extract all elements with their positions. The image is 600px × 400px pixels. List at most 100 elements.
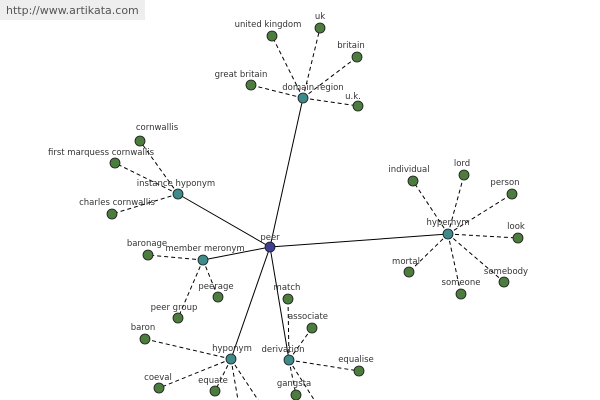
leaf-label-baron: baron — [131, 323, 156, 333]
edge-peer-instance-hyponym — [177, 193, 271, 248]
relation-node-derivation[interactable] — [283, 354, 295, 366]
graph-edges — [111, 27, 519, 400]
leaf-label-baronage: baronage — [127, 239, 167, 249]
relation-node-domain-region[interactable] — [297, 92, 309, 104]
edge-member-meronym-peer-group — [177, 259, 204, 319]
edge-derivation-derivation-offscreen-1 — [288, 359, 315, 400]
edge-derivation-equalise — [288, 359, 360, 372]
leaf-node-baronage[interactable] — [142, 249, 154, 261]
edge-instance-hyponym-first-marquess-cornwallis — [114, 162, 179, 195]
leaf-label-look: look — [507, 222, 525, 232]
leaf-node-u-k[interactable] — [352, 100, 364, 112]
relation-node-hypernym[interactable] — [442, 228, 454, 240]
leaf-label-equate: equate — [198, 376, 228, 386]
leaf-label-lord: lord — [454, 159, 470, 169]
edge-instance-hyponym-cornwallis — [139, 140, 179, 195]
edge-peer-hypernym — [269, 233, 449, 248]
edge-hyponym-hyponym-offscreen-2 — [230, 358, 259, 400]
edge-instance-hyponym-charles-cornwallis — [111, 193, 179, 215]
edge-domain-region-britain — [302, 56, 358, 99]
leaf-node-gangsta[interactable] — [290, 389, 302, 400]
edge-hypernym-mortal — [408, 233, 449, 273]
leaf-label-peerage: peerage — [198, 282, 233, 292]
edge-hypernym-lord — [447, 174, 465, 235]
leaf-node-look[interactable] — [512, 232, 524, 244]
center-label-peer: peer — [260, 233, 280, 243]
leaf-label-gangsta: gangsta — [277, 379, 311, 389]
leaf-label-peer-group: peer group — [151, 303, 198, 313]
leaf-node-coeval[interactable] — [153, 382, 165, 394]
leaf-node-britain[interactable] — [351, 51, 363, 63]
edge-peer-hyponym — [230, 246, 271, 360]
leaf-label-associate: associate — [288, 312, 328, 322]
leaf-label-britain: britain — [337, 41, 365, 51]
leaf-node-peerage[interactable] — [212, 291, 224, 303]
leaf-node-baron[interactable] — [139, 333, 151, 345]
relation-label-hypernym: hypernym — [426, 218, 469, 228]
edge-hypernym-look — [447, 233, 519, 239]
leaf-label-united-kingdom: united kingdom — [235, 20, 302, 30]
leaf-label-uk: uk — [315, 12, 325, 22]
edge-domain-region-great-britain — [250, 84, 304, 99]
center-node-peer[interactable] — [264, 241, 276, 253]
leaf-node-great-britain[interactable] — [245, 79, 257, 91]
watermark: http://www.artikata.com — [0, 0, 145, 20]
edge-derivation-match — [287, 298, 290, 361]
relation-label-member-meronym: member meronym — [165, 244, 244, 254]
edge-hyponym-baron — [144, 338, 232, 360]
relation-node-hyponym[interactable] — [225, 353, 237, 365]
leaf-node-lord[interactable] — [458, 169, 470, 181]
graph-nodes — [106, 22, 524, 400]
leaf-node-equalise[interactable] — [353, 365, 365, 377]
leaf-node-individual[interactable] — [407, 175, 419, 187]
edge-domain-region-u-k — [302, 97, 359, 107]
leaf-node-mortal[interactable] — [403, 266, 415, 278]
leaf-label-match: match — [274, 283, 301, 293]
leaf-node-somebody[interactable] — [498, 276, 510, 288]
edge-hyponym-coeval — [158, 358, 232, 389]
graph-labels: united kingdom uk britain great britain u.k.… — [48, 12, 528, 389]
edge-domain-region-uk — [302, 27, 321, 99]
leaf-label-great-britain: great britain — [215, 70, 268, 80]
leaf-label-person: person — [490, 178, 519, 188]
edge-hypernym-somebody — [447, 233, 505, 283]
edge-member-meronym-baronage — [147, 254, 204, 261]
relation-node-member-meronym[interactable] — [197, 254, 209, 266]
edge-hyponym-hyponym-offscreen-1 — [230, 358, 239, 400]
edge-hyponym-equate — [214, 358, 232, 392]
leaf-node-equate[interactable] — [209, 385, 221, 397]
leaf-label-individual: individual — [388, 165, 429, 175]
leaf-label-someone: someone — [442, 278, 481, 288]
edge-peer-domain-region — [269, 97, 304, 248]
edge-hypernym-individual — [412, 180, 449, 235]
relation-node-instance-hyponym[interactable] — [172, 188, 184, 200]
edge-hypernym-person — [447, 193, 513, 235]
edge-domain-region-united-kingdom — [271, 35, 304, 99]
edge-peer-member-meronym — [202, 246, 271, 261]
edge-hypernym-someone — [447, 233, 462, 295]
leaf-label-cornwallis: cornwallis — [136, 123, 179, 133]
leaf-node-someone[interactable] — [455, 288, 467, 300]
leaf-label-mortal: mortal — [392, 257, 420, 267]
leaf-node-first-marquess-cornwallis[interactable] — [109, 157, 121, 169]
leaf-label-somebody: somebody — [484, 267, 528, 277]
leaf-label-equalise: equalise — [338, 355, 374, 365]
edge-derivation-associate — [288, 327, 313, 361]
leaf-node-peer-group[interactable] — [172, 312, 184, 324]
leaf-label-first-marquess-cornwallis: first marquess cornwallis — [48, 148, 155, 158]
leaf-node-united-kingdom[interactable] — [266, 30, 278, 42]
relation-label-domain-region: domain region — [282, 83, 343, 93]
edge-derivation-gangsta — [288, 359, 297, 396]
relation-label-hyponym: hyponym — [212, 344, 252, 354]
edge-peer-derivation — [269, 246, 290, 361]
leaf-node-associate[interactable] — [306, 322, 318, 334]
leaf-label-u-k: u.k. — [345, 92, 361, 102]
leaf-node-uk[interactable] — [314, 22, 326, 34]
leaf-node-charles-cornwallis[interactable] — [106, 208, 118, 220]
leaf-node-cornwallis[interactable] — [134, 135, 146, 147]
leaf-node-person[interactable] — [506, 188, 518, 200]
leaf-node-match[interactable] — [282, 293, 294, 305]
leaf-label-charles-cornwallis: charles cornwallis — [79, 198, 155, 208]
leaf-label-coeval: coeval — [144, 373, 172, 383]
